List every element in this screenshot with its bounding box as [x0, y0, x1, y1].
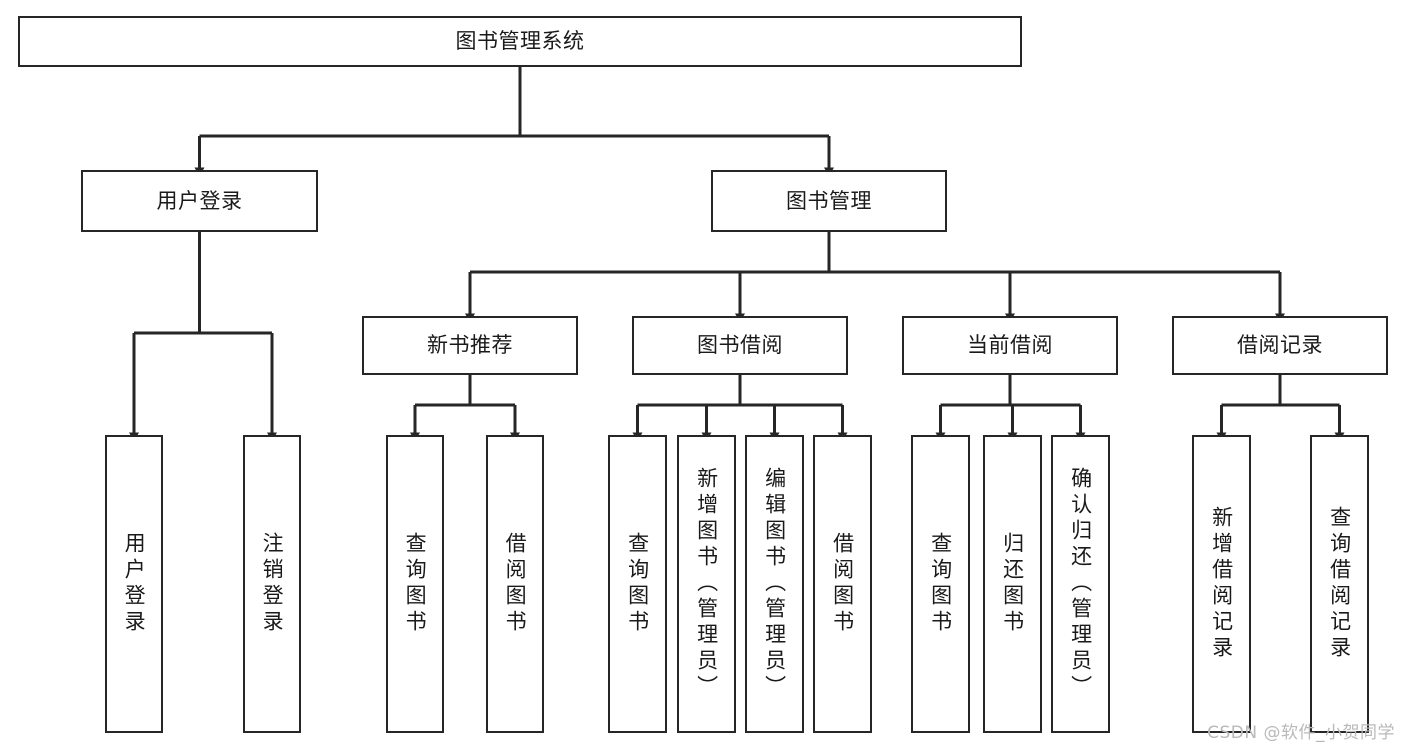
leaf-record-add[interactable]: 新增借阅记录 [1192, 435, 1251, 733]
node-borrow-record[interactable]: 借阅记录 [1172, 316, 1388, 375]
leaf-newbook-borrow-book[interactable]: 借阅图书 [486, 435, 544, 733]
leaf-borrow-edit-book-label: 编辑图书（管理员） [762, 467, 787, 701]
leaf-record-query[interactable]: 查询借阅记录 [1310, 435, 1369, 733]
leaf-borrow-query-book-label: 查询图书 [625, 532, 650, 636]
node-book-management-label: 图书管理 [786, 188, 872, 213]
node-book-borrow-label: 图书借阅 [697, 333, 783, 358]
leaf-current-return-book[interactable]: 归还图书 [983, 435, 1042, 733]
leaf-record-add-label: 新增借阅记录 [1209, 506, 1234, 662]
node-root[interactable]: 图书管理系统 [18, 16, 1022, 67]
leaf-record-query-label: 查询借阅记录 [1327, 506, 1352, 662]
leaf-user-login[interactable]: 用户登录 [105, 435, 163, 733]
node-current-borrow[interactable]: 当前借阅 [902, 316, 1118, 375]
leaf-current-return-book-label: 归还图书 [1000, 532, 1025, 636]
leaf-borrow-query-book[interactable]: 查询图书 [608, 435, 667, 733]
node-user-login-label: 用户登录 [156, 188, 243, 213]
node-borrow-record-label: 借阅记录 [1237, 333, 1323, 358]
node-new-book-recommend-label: 新书推荐 [427, 333, 513, 358]
node-root-label: 图书管理系统 [455, 29, 585, 54]
leaf-current-confirm-return[interactable]: 确认归还（管理员） [1051, 435, 1110, 733]
leaf-borrow-add-book-label: 新增图书（管理员） [694, 467, 719, 701]
leaf-newbook-query-book-label: 查询图书 [403, 532, 428, 636]
leaf-user-logout[interactable]: 注销登录 [243, 435, 301, 733]
node-book-borrow[interactable]: 图书借阅 [632, 316, 848, 375]
leaf-user-logout-label: 注销登录 [260, 532, 285, 636]
leaf-user-login-label: 用户登录 [122, 532, 147, 636]
node-new-book-recommend[interactable]: 新书推荐 [362, 316, 578, 375]
node-book-management[interactable]: 图书管理 [711, 170, 947, 232]
leaf-current-query-book-label: 查询图书 [928, 532, 953, 636]
leaf-borrow-lend-book-label: 借阅图书 [830, 532, 855, 636]
node-current-borrow-label: 当前借阅 [967, 333, 1053, 358]
leaf-borrow-lend-book[interactable]: 借阅图书 [813, 435, 872, 733]
node-user-login[interactable]: 用户登录 [81, 170, 318, 232]
leaf-borrow-edit-book[interactable]: 编辑图书（管理员） [745, 435, 804, 733]
leaf-current-query-book[interactable]: 查询图书 [911, 435, 970, 733]
leaf-newbook-query-book[interactable]: 查询图书 [386, 435, 444, 733]
leaf-borrow-add-book[interactable]: 新增图书（管理员） [677, 435, 736, 733]
connector-group [129, 67, 1345, 442]
leaf-newbook-borrow-book-label: 借阅图书 [503, 532, 528, 636]
leaf-current-confirm-return-label: 确认归还（管理员） [1068, 467, 1093, 701]
